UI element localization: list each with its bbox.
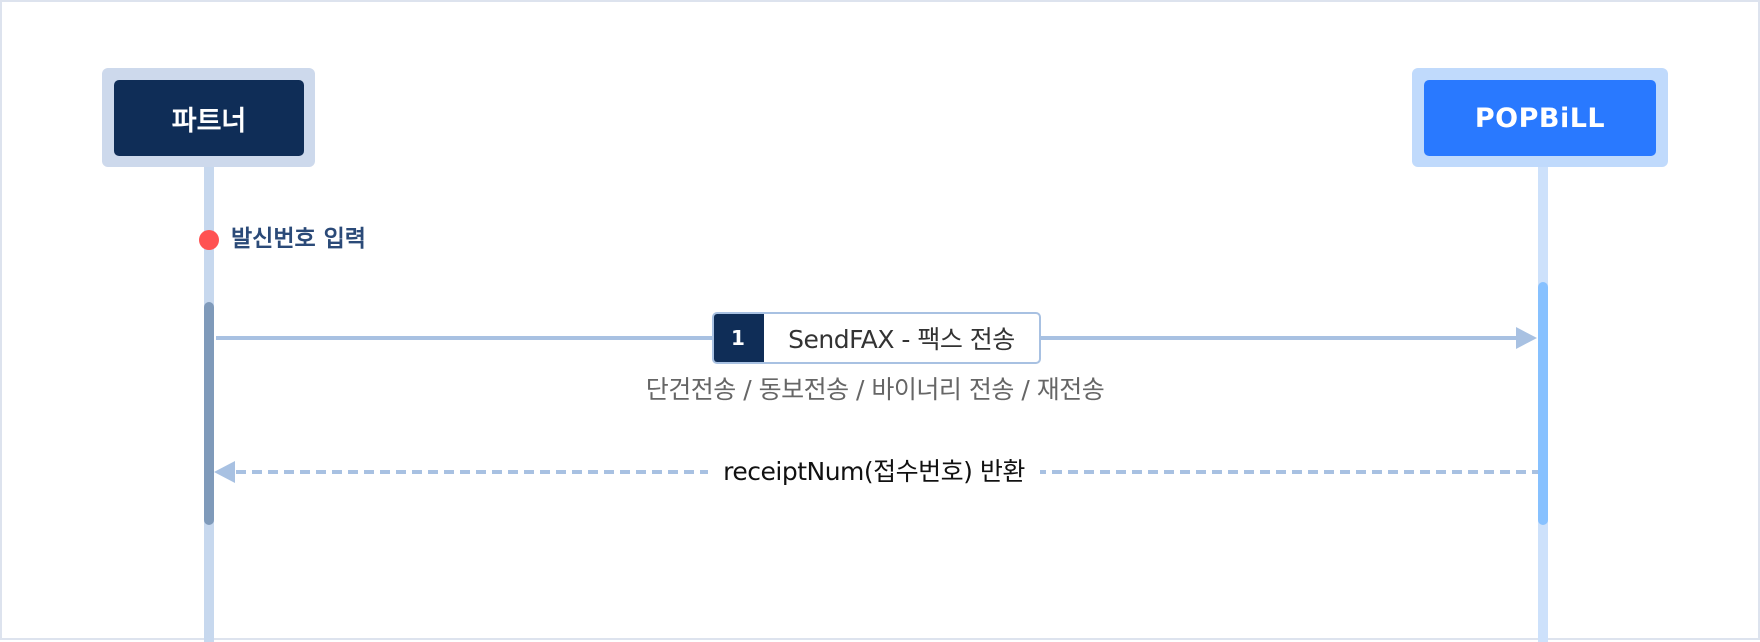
request-arrowhead-icon bbox=[1516, 327, 1537, 349]
step-number-badge: 1 bbox=[714, 314, 764, 362]
request-message-subtitle: 단건전송 / 동보전송 / 바이너리 전송 / 재전송 bbox=[645, 375, 1105, 404]
partner-actor: 파트너 bbox=[114, 80, 304, 156]
note-caller-number-input: 발신번호 입력 bbox=[231, 226, 366, 252]
popbill-activation-bar bbox=[1538, 282, 1548, 525]
return-message-label: receiptNum(접수번호) 반환 bbox=[708, 450, 1040, 490]
popbill-actor-label: POPBiLL bbox=[1474, 102, 1606, 134]
popbill-actor: POPBiLL bbox=[1424, 80, 1656, 156]
request-message-label: 1 SendFAX - 팩스 전송 bbox=[712, 312, 1041, 364]
partner-activation-bar bbox=[204, 302, 214, 525]
return-arrowhead-icon bbox=[214, 461, 235, 483]
request-message-text: SendFAX - 팩스 전송 bbox=[788, 325, 1015, 354]
partner-actor-label: 파트너 bbox=[171, 105, 247, 137]
note-dot-icon bbox=[199, 230, 219, 250]
